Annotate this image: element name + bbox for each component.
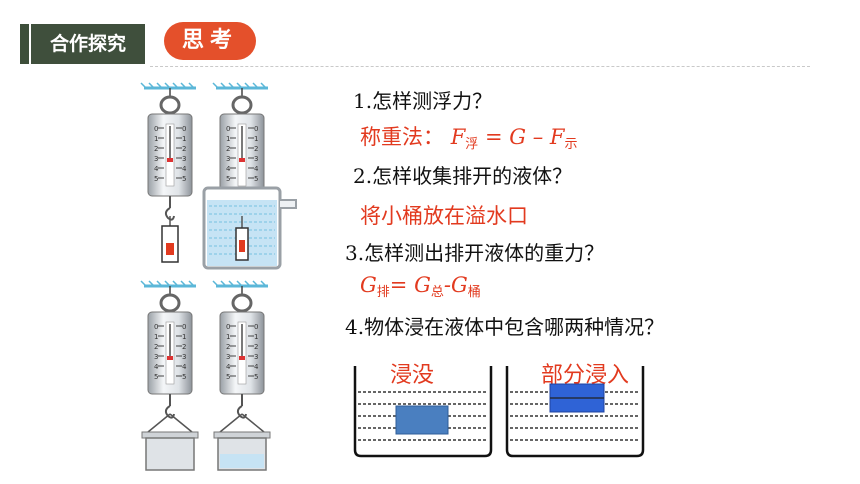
answer-1: 称重法： F浮 = G – F示 (360, 125, 578, 152)
immersion-diagrams (353, 366, 645, 458)
scale-overflow-beaker (202, 81, 297, 270)
answer-3: G排= G总-G桶 (360, 273, 481, 300)
header-divider (150, 66, 810, 67)
spring-scale-illustrations: 0 1 2 3 4 5 0 1 2 3 4 5 (139, 81, 297, 471)
question-1: 1.怎样测浮力？ (353, 89, 493, 113)
header-accent-bar (20, 24, 29, 64)
answer-1-method: 称重法： (360, 125, 444, 149)
scale-bucket-with-water (211, 279, 271, 471)
scale-empty-bucket (139, 279, 199, 471)
partially-submerged-container (505, 366, 645, 458)
section-tag: 合作探究 (31, 24, 145, 64)
question-3: 3.怎样测出排开液体的重力？ (345, 241, 605, 265)
scale-weighing-object (139, 81, 198, 263)
question-2: 2.怎样收集排开的液体？ (353, 164, 573, 188)
question-4: 4.物体浸在液体中包含哪两种情况？ (345, 315, 665, 339)
answer-2: 将小桶放在溢水口 (360, 204, 528, 228)
think-badge: 思考 (164, 22, 256, 60)
caption-partially-submerged: 部分浸入 (541, 363, 630, 388)
fully-submerged-container (353, 366, 493, 458)
caption-fully-submerged: 浸没 (390, 363, 435, 388)
